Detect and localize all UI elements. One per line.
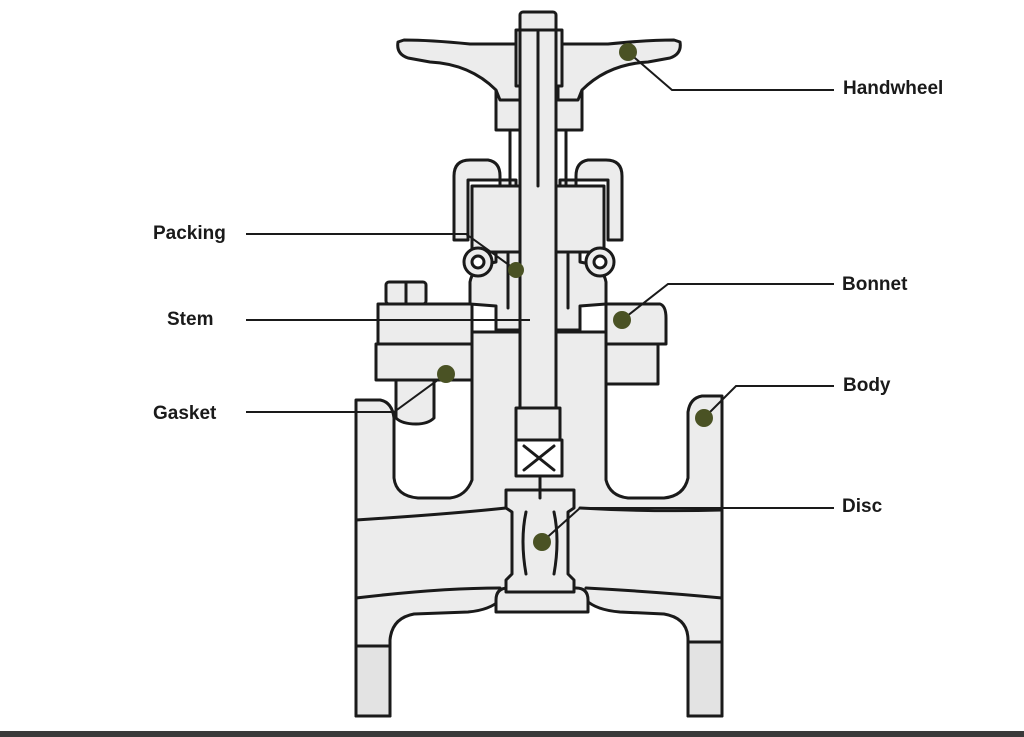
label-bonnet: Bonnet xyxy=(842,274,908,295)
label-packing: Packing xyxy=(153,223,226,244)
bonnet-skirt xyxy=(374,342,474,382)
flange-right-face xyxy=(686,640,724,718)
seat-bottom xyxy=(494,586,590,614)
label-gasket: Gasket xyxy=(153,403,217,424)
eye-bolt-right-hole xyxy=(592,254,608,270)
body-bore-lower xyxy=(354,586,724,600)
marker-disc xyxy=(533,533,551,551)
leader-gasket xyxy=(246,373,447,413)
marker-body xyxy=(695,409,713,427)
disc-inner-line-left xyxy=(521,510,528,576)
label-disc: Disc xyxy=(842,496,883,517)
leader-disc xyxy=(541,507,834,543)
leader-packing xyxy=(246,233,517,271)
handwheel-shape-right xyxy=(556,38,682,102)
label-handwheel: Handwheel xyxy=(843,78,944,99)
bottom-border xyxy=(0,731,1024,737)
handwheel-shape xyxy=(396,38,522,102)
marker-handwheel xyxy=(619,43,637,61)
marker-packing xyxy=(508,262,524,278)
bonnet-neck-right xyxy=(604,342,660,386)
label-body: Body xyxy=(843,375,891,396)
marker-bonnet xyxy=(613,311,631,329)
bolt-shank xyxy=(394,378,436,426)
leader-handwheel xyxy=(627,51,834,91)
stem-nut-x xyxy=(522,444,556,472)
leader-body xyxy=(703,385,834,419)
stem-collar xyxy=(514,406,562,444)
flange-left-face xyxy=(354,644,392,718)
disc-inner-line-right xyxy=(552,510,559,576)
label-stem: Stem xyxy=(167,309,214,330)
eye-bolt-left-hole xyxy=(470,254,486,270)
marker-gasket xyxy=(437,365,455,383)
leader-bonnet xyxy=(621,283,834,321)
